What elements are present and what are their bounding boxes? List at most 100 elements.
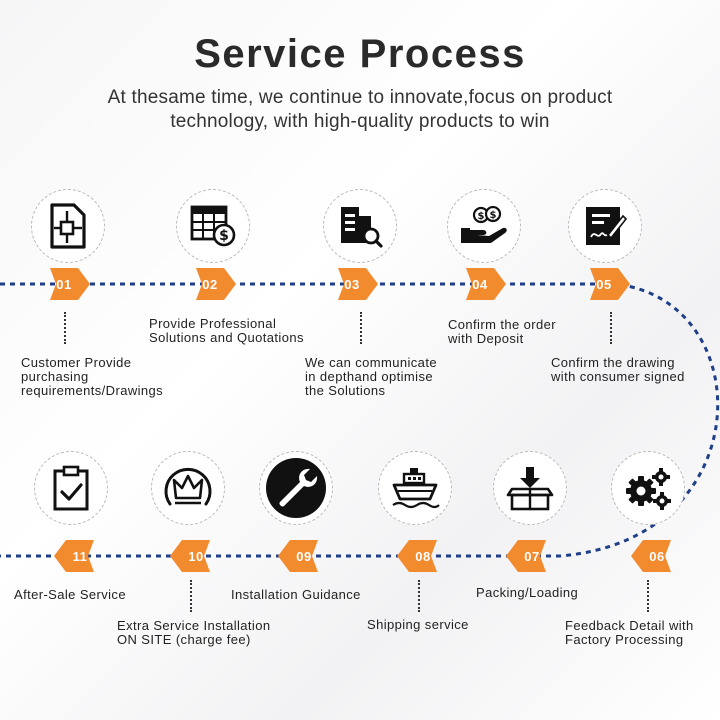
page-title: Service Process	[194, 32, 526, 76]
step-01-label-line: requirements/Drawings	[21, 383, 164, 398]
badge-arrow-shape	[397, 540, 437, 572]
step-04-label-line: Confirm the order	[448, 317, 556, 332]
svg-text:$: $	[478, 211, 485, 222]
step-07-number: 07	[524, 549, 540, 564]
badge-arrow-shape	[506, 540, 546, 572]
step-10-label-line: Extra Service Installation	[117, 618, 271, 633]
crown-icon	[164, 467, 212, 506]
step-06-icon-circle	[611, 451, 685, 525]
signed-document-icon	[586, 207, 627, 245]
step-07-icon-circle	[493, 451, 567, 525]
step-09-icon-circle	[259, 451, 333, 525]
step-01-number: 01	[56, 277, 72, 292]
step-02-label-line: Provide Professional	[149, 316, 277, 331]
badge-arrow-shape	[54, 540, 94, 572]
step-03-icon-circle	[323, 189, 397, 263]
step-08-icon-circle	[378, 451, 452, 525]
step-07-label-line: Packing/Loading	[476, 585, 579, 600]
step-01-connector	[64, 312, 66, 344]
step-05-number: 05	[596, 277, 612, 292]
ship-icon	[392, 468, 440, 509]
step-08-label: Shipping service	[367, 618, 469, 632]
step-06-badge: 06	[631, 540, 671, 572]
step-03-number: 03	[344, 277, 360, 292]
documents-search-icon	[341, 207, 383, 248]
quotation-table-icon: $	[190, 205, 236, 247]
step-01-icon-circle	[31, 189, 105, 263]
step-09-label-line: Installation Guidance	[231, 587, 361, 602]
step-03-badge: 03	[338, 268, 378, 300]
step-05-icon-circle	[568, 189, 642, 263]
step-01-badge: 01	[50, 268, 90, 300]
step-06-label: Feedback Detail with Factory Processing	[565, 619, 694, 647]
svg-text:$: $	[219, 228, 229, 244]
step-04-label-line: with Deposit	[448, 331, 524, 346]
step-04-label: Confirm the order with Deposit	[448, 318, 556, 346]
step-03-label: We can communicate in depthand optimise …	[305, 356, 437, 398]
drawing-document-icon	[50, 203, 86, 249]
step-06-connector	[647, 580, 649, 612]
hand-coins-icon: $ $	[461, 206, 507, 243]
step-05-label: Confirm the drawing with consumer signed	[551, 356, 685, 384]
badge-arrow-shape	[466, 268, 506, 300]
step-10-number: 10	[188, 549, 204, 564]
step-10-badge: 10	[170, 540, 210, 572]
step-02-number: 02	[202, 277, 218, 292]
step-09-number: 09	[296, 549, 312, 564]
subtitle-line-2: technology, with high-quality products t…	[170, 111, 550, 132]
step-06-label-line: Feedback Detail with	[565, 618, 694, 633]
step-10-connector	[190, 580, 192, 612]
step-02-badge: 02	[196, 268, 236, 300]
gears-icon	[626, 468, 671, 510]
step-02-icon-circle: $	[176, 189, 250, 263]
step-08-badge: 08	[397, 540, 437, 572]
badge-arrow-shape	[196, 268, 236, 300]
badge-arrow-shape	[278, 540, 318, 572]
step-04-icon-circle: $ $	[447, 189, 521, 263]
step-09-badge: 09	[278, 540, 318, 572]
badge-arrow-shape	[631, 540, 671, 572]
page-subtitle: At thesame time, we continue to innovate…	[60, 86, 660, 134]
step-03-label-line: in depthand optimise	[305, 369, 433, 384]
package-box-icon	[506, 467, 554, 511]
step-11-label-line: After-Sale Service	[14, 587, 126, 602]
step-07-label: Packing/Loading	[476, 586, 578, 600]
step-11-number: 11	[72, 549, 88, 564]
step-01-label-line: purchasing	[21, 369, 89, 384]
step-06-number: 06	[649, 549, 665, 564]
wrench-icon	[266, 458, 326, 518]
step-04-number: 04	[472, 277, 488, 292]
step-11-label: After-Sale Service	[14, 588, 126, 602]
step-01-label: Customer Provide purchasing requirements…	[21, 356, 163, 398]
badge-arrow-shape	[338, 268, 378, 300]
step-08-label-line: Shipping service	[367, 617, 469, 632]
step-10-label: Extra Service Installation ON SITE (char…	[117, 619, 270, 647]
step-11-icon-circle	[34, 451, 108, 525]
step-06-label-line: Factory Processing	[565, 632, 684, 647]
step-09-label: Installation Guidance	[231, 588, 361, 602]
step-01-label-line: Customer Provide	[21, 355, 132, 370]
step-04-badge: 04	[466, 268, 506, 300]
step-03-connector	[360, 312, 362, 344]
subtitle-line-1: At thesame time, we continue to innovate…	[107, 87, 613, 108]
flow-path	[0, 282, 719, 558]
badge-arrow-shape	[50, 268, 90, 300]
step-05-connector	[610, 312, 612, 344]
step-10-label-line: ON SITE (charge fee)	[117, 632, 251, 647]
badge-arrow-shape	[590, 268, 630, 300]
step-02-label: Provide Professional Solutions and Quota…	[149, 317, 304, 345]
step-05-badge: 05	[590, 268, 630, 300]
badge-arrow-shape	[170, 540, 210, 572]
step-08-number: 08	[415, 549, 431, 564]
step-10-icon-circle	[151, 451, 225, 525]
svg-text:$: $	[490, 210, 497, 221]
step-03-label-line: We can communicate	[305, 355, 437, 370]
step-08-connector	[418, 580, 420, 612]
step-05-label-line: with consumer signed	[551, 369, 685, 384]
step-02-label-line: Solutions and Quotations	[149, 330, 304, 345]
step-11-badge: 11	[54, 540, 94, 572]
step-03-label-line: the Solutions	[305, 383, 386, 398]
step-07-badge: 07	[506, 540, 546, 572]
step-05-label-line: Confirm the drawing	[551, 355, 675, 370]
